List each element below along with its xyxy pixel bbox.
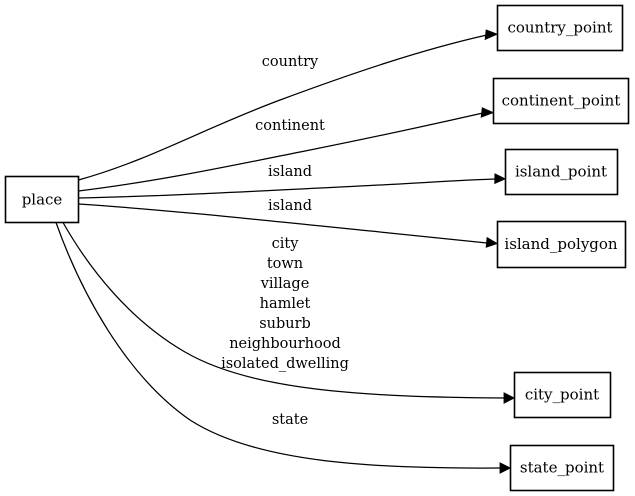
edge-label-line: village [260, 276, 310, 292]
edge-label-state: state [272, 412, 308, 428]
edge-label-city-group: city town village hamlet suburb neighbourhood… [221, 236, 349, 372]
node-state_point[interactable]: state_point [509, 444, 615, 492]
node-city_point-label: city_point [525, 386, 599, 404]
node-island_polygon-box [496, 220, 627, 269]
edge-label-country: country [262, 54, 319, 70]
edge-label-continent: continent [255, 118, 325, 134]
arrowhead-country [484, 29, 499, 41]
edge-label-line: hamlet [260, 296, 311, 312]
node-place-label: place [22, 191, 63, 209]
node-state_point-box [509, 444, 615, 492]
node-country_point-box [496, 4, 624, 52]
edge-label-island-polygon: island [268, 198, 312, 214]
node-country_point-label: country_point [507, 19, 612, 37]
edge-label-line: town [267, 256, 303, 272]
node-place-box [4, 175, 80, 224]
node-island_point-label: island_point [515, 163, 607, 181]
node-continent_point[interactable]: continent_point [492, 77, 630, 125]
node-island_point[interactable]: island_point [504, 148, 619, 196]
edge-path-state [55, 222, 501, 469]
edge-place-to-continent_point[interactable] [78, 107, 495, 192]
node-state_point-label: state_point [520, 459, 604, 477]
edge-path-city-group [62, 222, 505, 399]
edge-path-island-point [78, 178, 496, 199]
node-continent_point-label: continent_point [502, 92, 621, 110]
edge-path-island-polygon [78, 203, 488, 244]
node-island_polygon[interactable]: island_polygon [496, 220, 627, 269]
edge-place-to-island_polygon[interactable] [78, 203, 499, 248]
node-island_polygon-label: island_polygon [504, 235, 618, 253]
node-country_point[interactable]: country_point [496, 4, 624, 52]
arrowhead-island-point [494, 173, 507, 185]
node-place[interactable]: place [4, 175, 80, 224]
arrowhead-city-point [503, 392, 516, 404]
edge-path-continent [78, 112, 484, 192]
edge-place-to-state_point[interactable] [55, 222, 512, 474]
node-city_point-box [513, 371, 612, 419]
arrowhead-island-polygon [485, 236, 499, 248]
arrowhead-state-point [499, 462, 512, 474]
edge-path-country [78, 34, 488, 181]
edge-place-to-city_point[interactable] [62, 222, 516, 404]
edge-label-island-point: island [268, 164, 312, 180]
edge-label-line: neighbourhood [229, 336, 341, 352]
node-continent_point-box [492, 77, 630, 125]
edge-label-line: city [272, 236, 300, 252]
edge-label-line: isolated_dwelling [221, 356, 349, 372]
edge-label-line: suburb [259, 316, 311, 332]
edge-place-to-country_point[interactable] [78, 29, 499, 181]
arrowhead-continent [480, 107, 495, 118]
node-city_point[interactable]: city_point [513, 371, 612, 419]
edge-place-to-island_point[interactable] [78, 173, 507, 199]
node-island_point-box [504, 148, 619, 196]
